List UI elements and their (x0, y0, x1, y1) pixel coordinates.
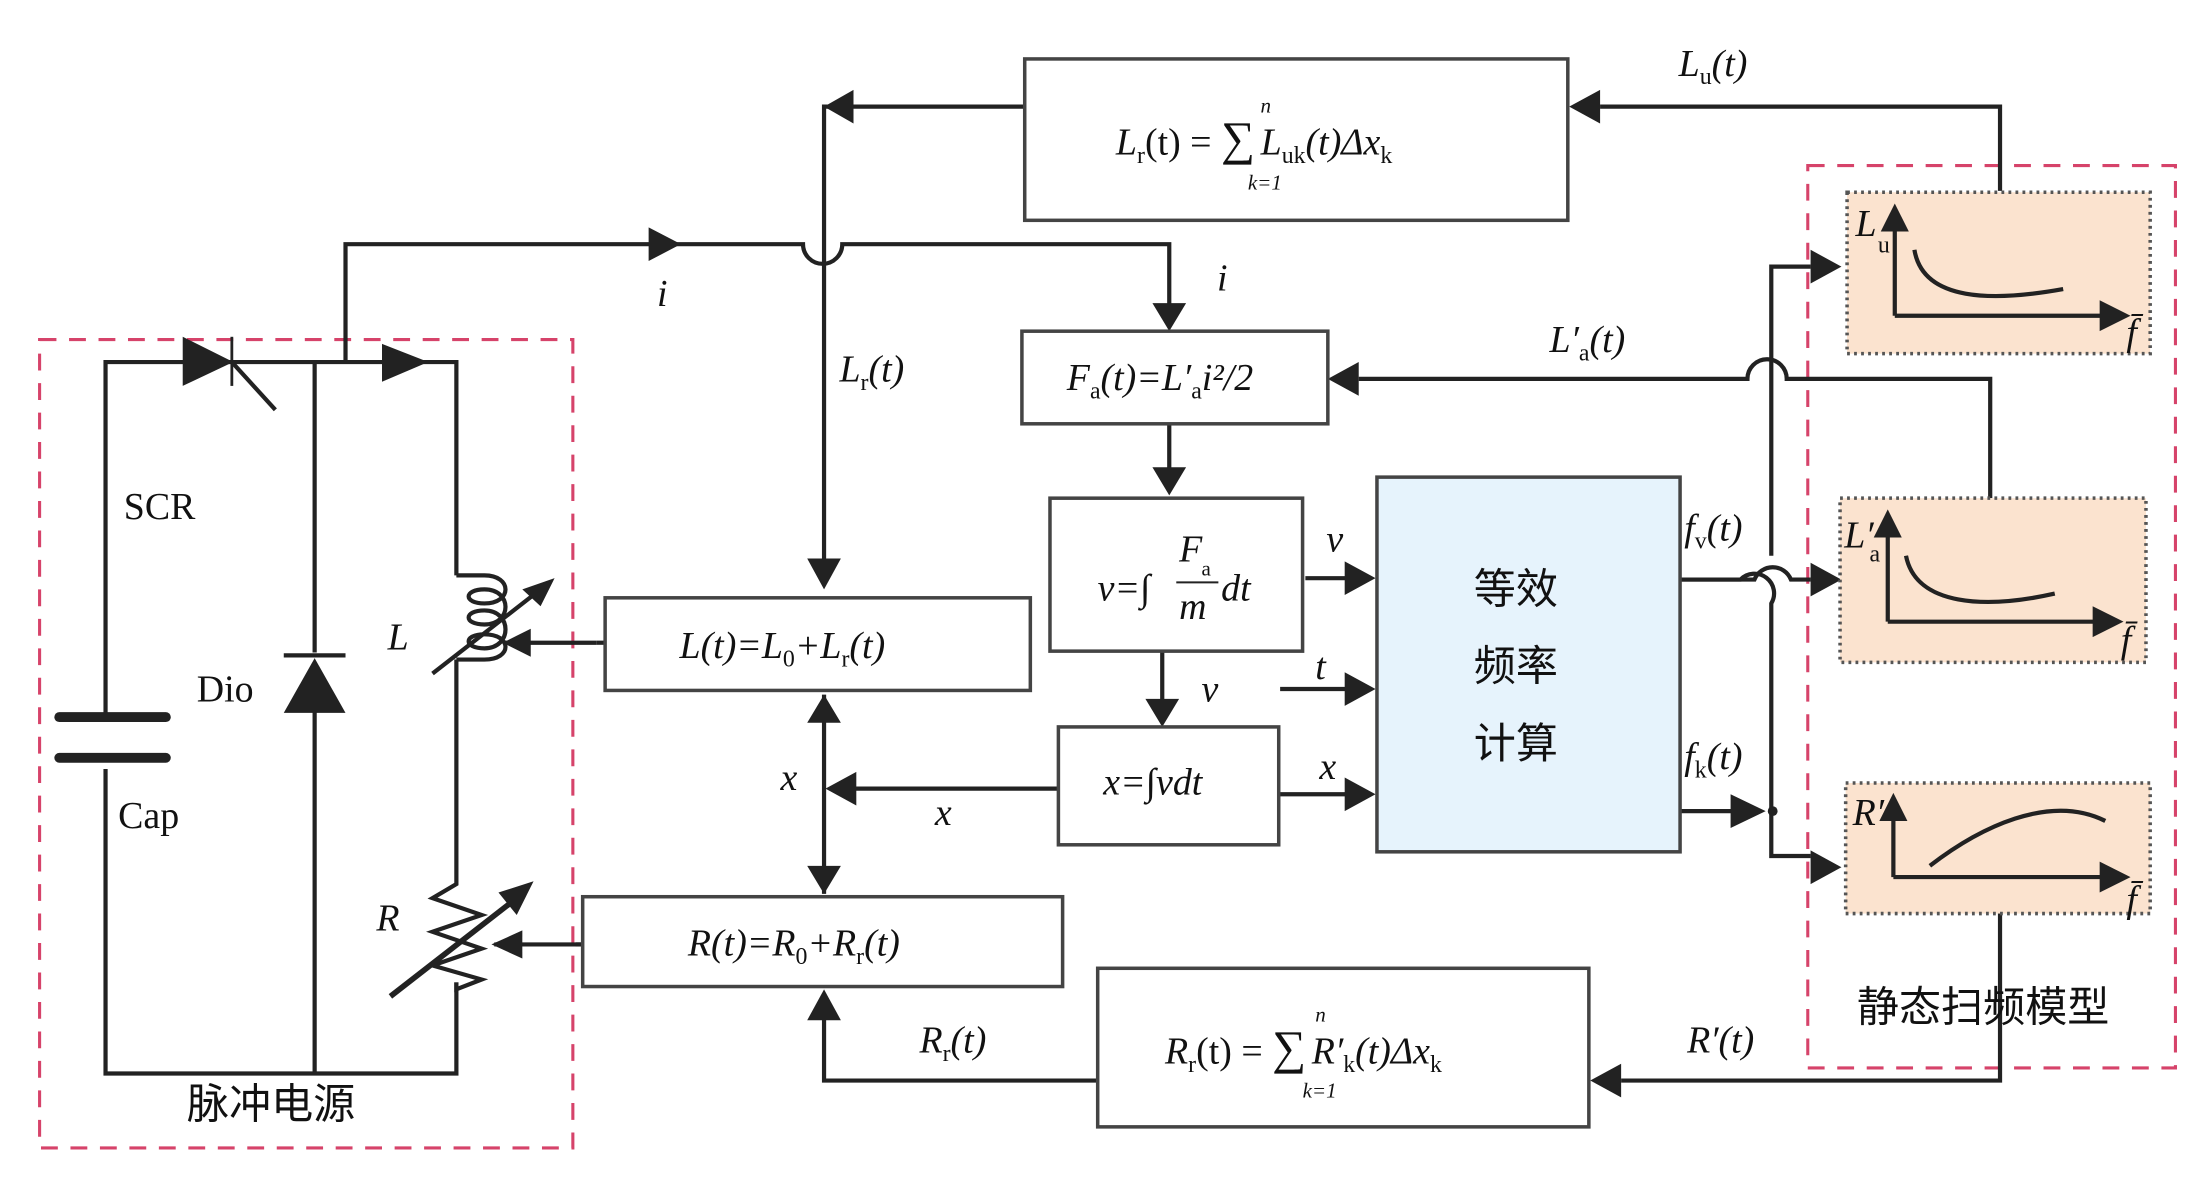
svg-text:v=∫: v=∫ (1098, 568, 1153, 612)
svg-text:a: a (1202, 556, 1212, 580)
svg-text:Lr(t) = ∑Luk(t)Δxk: Lr(t) = ∑Luk(t)Δxk (1115, 112, 1392, 168)
signal-v-right: v (1326, 519, 1343, 561)
svg-text:n: n (1315, 1003, 1326, 1027)
svg-text:频率: 频率 (1474, 642, 1558, 691)
plot-r: R′ f̄ (1843, 781, 2152, 921)
svg-text:k=1: k=1 (1303, 1078, 1337, 1102)
signal-lr-t: Lr(t) (838, 349, 904, 396)
diode-icon (283, 653, 346, 713)
svg-text:k=1: k=1 (1248, 170, 1282, 194)
signal-rr-t: Rr(t) (918, 1019, 986, 1066)
signal-t: t (1315, 646, 1327, 688)
svg-text:L: L (1854, 203, 1876, 245)
svg-text:R(t)=R0+Rr(t): R(t)=R0+Rr(t) (687, 923, 900, 970)
signal-i-down: i (1217, 257, 1228, 299)
variable-resistor-icon (388, 856, 583, 999)
svg-text:Rr(t) = ∑R′k(t)Δxk: Rr(t) = ∑R′k(t)Δxk (1164, 1022, 1442, 1078)
svg-text:计算: 计算 (1474, 719, 1558, 768)
static-sweep-model-frame (1806, 164, 2177, 1070)
signal-x-vert: x (780, 757, 798, 799)
signal-rp-t: R′(t) (1686, 1019, 1754, 1061)
svg-text:L(t)=L0+Lr(t): L(t)=L0+Lr(t) (679, 625, 886, 672)
svg-text:Fa(t)=L′ai²/2: Fa(t)=L′ai²/2 (1066, 357, 1253, 404)
plot-lu: L u f̄ (1845, 190, 2152, 356)
scr-label: SCR (124, 486, 196, 528)
rr-sum-block: Rr(t) = ∑R′k(t)Δxk n k=1 (1095, 966, 1591, 1129)
power-supply-title: 脉冲电源 (187, 1079, 355, 1128)
svg-text:L′: L′ (1843, 514, 1874, 556)
signal-lu-t: Lu(t) (1678, 43, 1748, 90)
force-block: Fa(t)=L′ai²/2 (1020, 329, 1330, 426)
power-supply-frame (38, 338, 575, 1150)
svg-text:a: a (1870, 541, 1881, 567)
position-block: x=∫vdt (1056, 725, 1281, 847)
signal-v-down: v (1202, 669, 1219, 711)
resistor-label: R (375, 897, 399, 939)
velocity-block: v=∫ F a m dt (1048, 496, 1305, 653)
capacitor-icon (54, 712, 171, 763)
svg-text:n: n (1260, 93, 1271, 117)
svg-text:dt: dt (1221, 568, 1252, 610)
variable-inductor-icon (431, 573, 597, 676)
svg-text:R′: R′ (1852, 792, 1885, 834)
equivalent-frequency-block: 等效 频率 计算 (1375, 475, 1682, 854)
svg-text:F: F (1178, 528, 1203, 570)
capacitor-label: Cap (118, 795, 179, 837)
signal-x-right: x (1318, 746, 1336, 788)
signal-wires (343, 89, 2003, 1098)
scr-icon (182, 336, 277, 412)
signal-fv-t: fv(t) (1684, 507, 1742, 554)
svg-text:等效: 等效 (1474, 564, 1558, 613)
signal-i-top: i (657, 273, 668, 315)
pulse-circuit: SCR Dio Cap L R 脉冲电源 (54, 336, 597, 1128)
signal-la-t: L′a(t) (1549, 319, 1626, 366)
lr-sum-block: Lr(t) = ∑Luk(t)Δxk n k=1 (1022, 57, 1570, 223)
current-direction-arrow (381, 343, 429, 382)
resistance-block: R(t)=R0+Rr(t) (580, 894, 1065, 989)
static-sweep-title: 静态扫频模型 (1857, 983, 2109, 1032)
inductance-block: L(t)=L0+Lr(t) (603, 596, 1033, 693)
signal-x-left: x (934, 792, 952, 834)
plot-la: L′ a f̄ (1838, 496, 2148, 665)
svg-text:x=∫vdt: x=∫vdt (1102, 761, 1203, 805)
signal-fk-t: fk(t) (1684, 736, 1742, 783)
svg-text:u: u (1878, 233, 1890, 259)
inductor-label: L (387, 617, 409, 659)
diode-label: Dio (197, 669, 254, 711)
svg-text:m: m (1179, 586, 1206, 628)
